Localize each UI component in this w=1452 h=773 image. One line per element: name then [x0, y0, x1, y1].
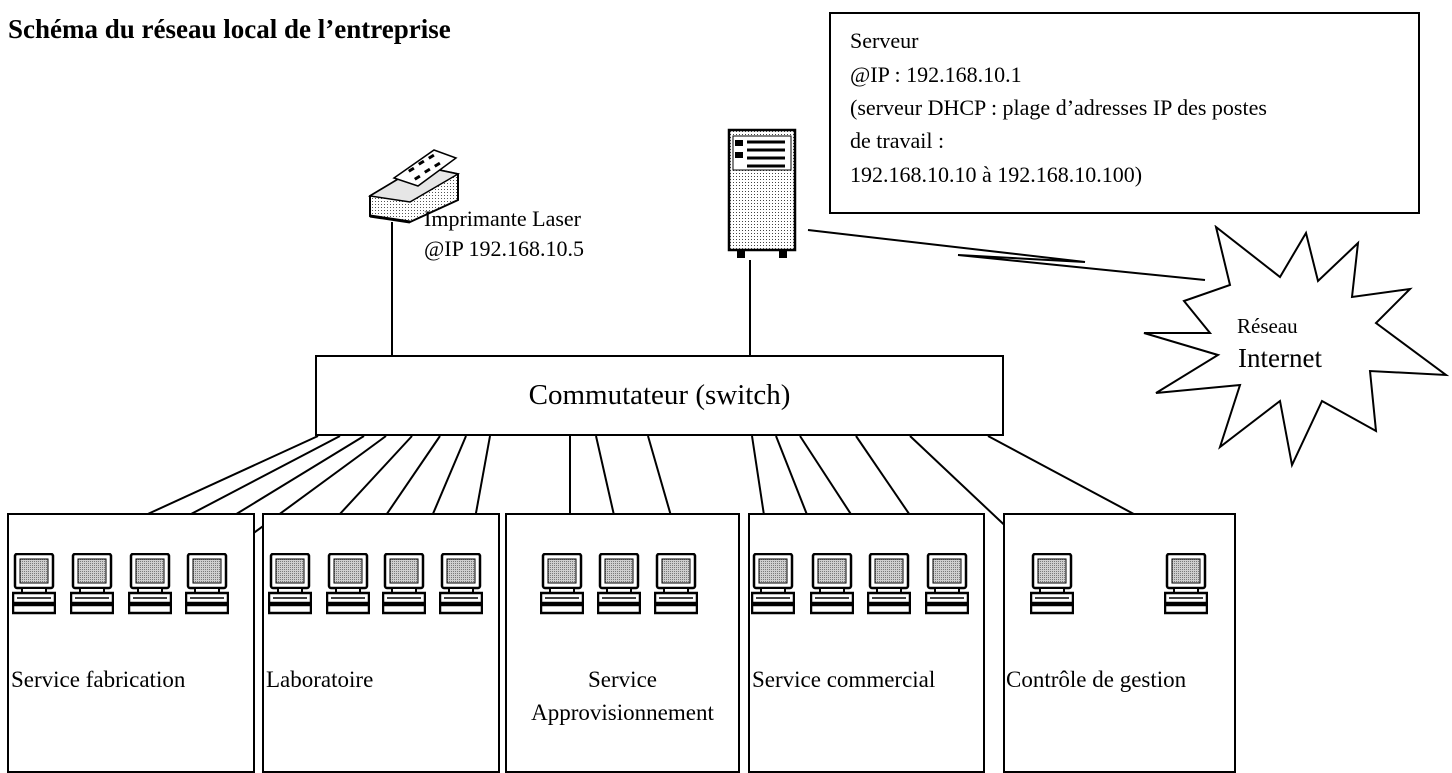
workstation-icon — [127, 552, 173, 615]
server-line-1: Serveur — [850, 28, 919, 53]
printer-label: Imprimante Laser @IP 192.168.10.5 — [424, 204, 584, 264]
dept-laboratoire: Laboratoire — [262, 513, 500, 773]
server-line-5: 192.168.10.10 à 192.168.10.100) — [850, 162, 1143, 187]
internet-label-2: Internet — [1238, 343, 1322, 373]
dept-service-fabrication: Service fabrication — [7, 513, 255, 773]
server-tower-icon — [727, 128, 797, 258]
workstation-icon — [596, 552, 642, 615]
workstation-icon — [438, 552, 484, 615]
workstation-icon — [1029, 552, 1075, 615]
server-line-3: (serveur DHCP : plage d’adresses IP des … — [850, 95, 1267, 120]
internet-label-1: Réseau — [1237, 314, 1298, 338]
dept-label-2: Approvisionnement — [531, 700, 714, 725]
workstation-icon — [539, 552, 585, 615]
server-line-4: de travail : — [850, 128, 945, 153]
dept-label: Service fabrication — [11, 667, 186, 692]
workstation-icon — [809, 552, 855, 615]
workstation-icon — [11, 552, 57, 615]
dept-label: Laboratoire — [266, 667, 374, 692]
workstation-icon — [1163, 552, 1209, 615]
internet-link — [807, 229, 1206, 281]
dept-label: Service commercial — [752, 667, 936, 692]
workstation-icon — [866, 552, 912, 615]
printer-name: Imprimante Laser — [424, 206, 581, 231]
workstation-icon — [184, 552, 230, 615]
server-info-box: Serveur @IP : 192.168.10.1 (serveur DHCP… — [829, 12, 1420, 214]
workstation-icon — [381, 552, 427, 615]
workstation-icon — [69, 552, 115, 615]
dept-service-commercial: Service commercial — [748, 513, 985, 773]
workstation-icon — [924, 552, 970, 615]
workstation-icon — [325, 552, 371, 615]
internet-burst-icon — [1143, 225, 1450, 469]
dept-service-approvisionnement: Service Approvisionnement — [505, 513, 740, 773]
workstation-icon — [750, 552, 796, 615]
server-line-2: @IP : 192.168.10.1 — [850, 62, 1022, 87]
dept-controle-de-gestion: Contrôle de gestion — [1003, 513, 1236, 773]
dept-label: Service — [588, 667, 657, 692]
workstation-icon — [267, 552, 313, 615]
dept-label: Contrôle de gestion — [1006, 667, 1187, 692]
printer-ip: @IP 192.168.10.5 — [424, 236, 585, 261]
workstation-icon — [653, 552, 699, 615]
network-switch: Commutateur (switch) — [315, 355, 1004, 436]
diagram-title: Schéma du réseau local de l’entreprise — [8, 14, 451, 44]
printer-icon — [367, 149, 461, 224]
